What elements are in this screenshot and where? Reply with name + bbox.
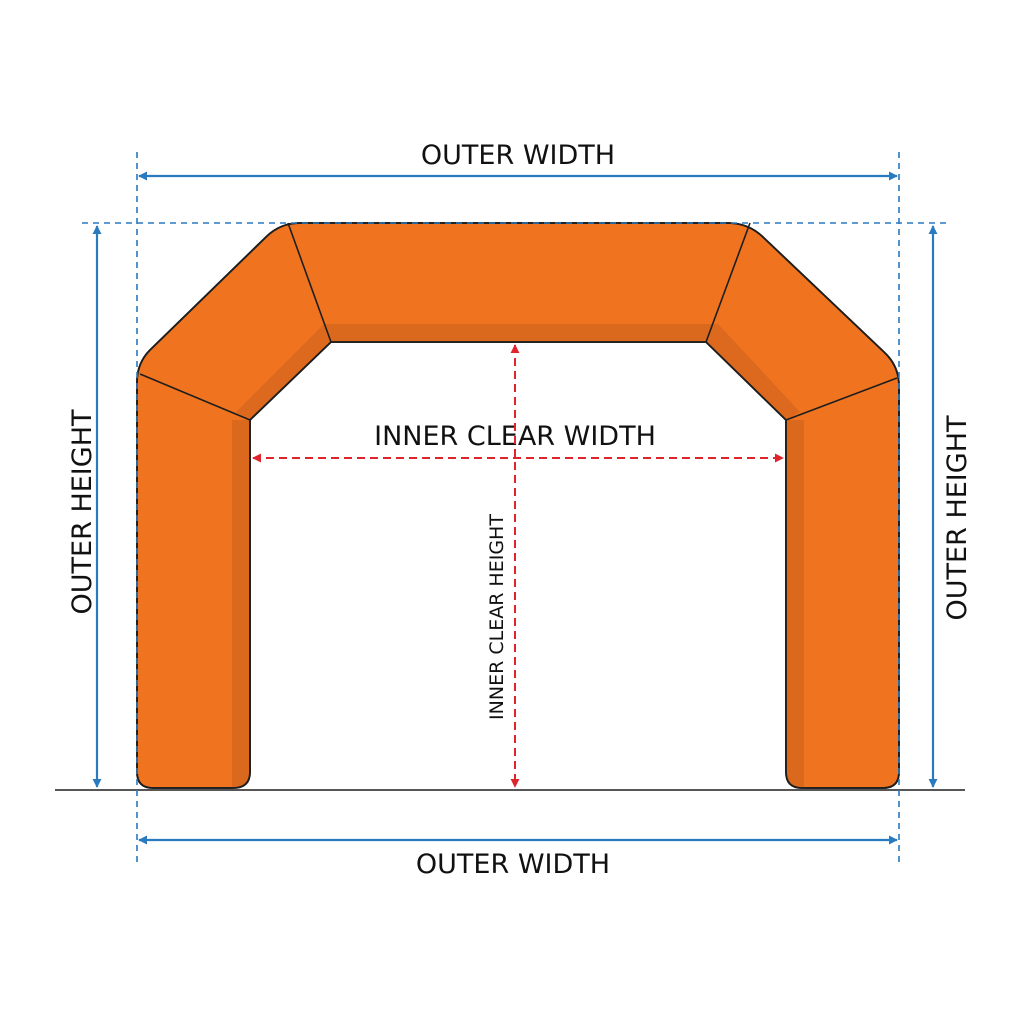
right-diagonal-underside-shade: [706, 324, 800, 420]
left-diagonal-underside-shade: [236, 324, 331, 420]
seam-right-post: [785, 377, 898, 421]
top-beam-underside-shade: [324, 324, 718, 342]
seam-left-top: [287, 222, 332, 343]
left-post-inner-shade: [232, 420, 250, 788]
outer-width-top-label: OUTER WIDTH: [421, 140, 615, 171]
right-post-inner-shade: [786, 420, 804, 788]
outer-guide-lines: [82, 152, 950, 862]
seam-left-post: [139, 373, 251, 421]
outer-width-bottom-label: OUTER WIDTH: [416, 849, 610, 880]
inflatable-arch: [136, 222, 900, 789]
arch-outline: [136, 222, 900, 789]
outer-height-right-label: OUTER HEIGHT: [942, 415, 973, 620]
outer-height-left-label: OUTER HEIGHT: [67, 409, 98, 614]
seam-right-top: [705, 222, 751, 343]
arch-body: [136, 222, 900, 789]
inner-clear-height-label: INNER CLEAR HEIGHT: [486, 514, 508, 720]
